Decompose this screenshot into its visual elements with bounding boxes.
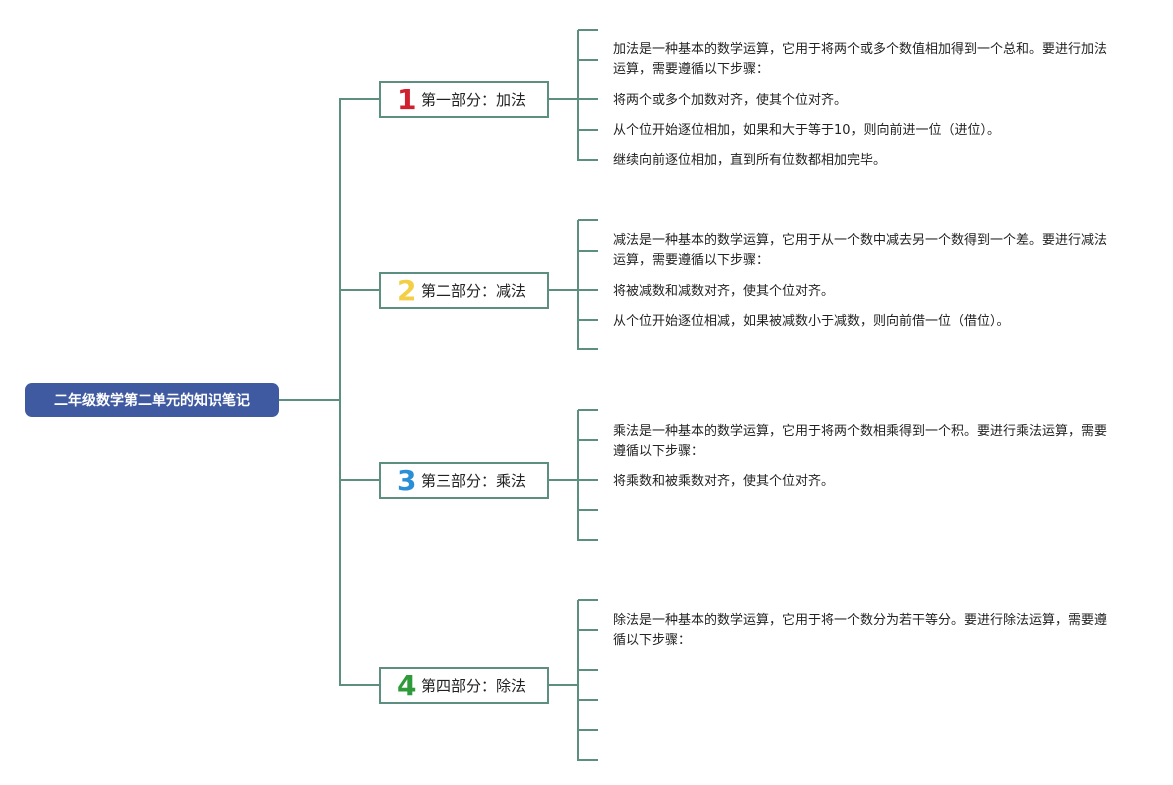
note-division-intro[interactable]: 除法是一种基本的数学运算，它用于将一个数分为若干等分。要进行除法运算，需要遵循以… [613,613,1108,648]
branch-division[interactable]: 4 第四部分：除法 [379,667,549,704]
branch-multiplication[interactable]: 3 第三部分：乘法 [379,462,549,499]
note-addition-step-3[interactable]: 继续向前逐位相加，直到所有位数都相加完毕。 [613,153,887,168]
note-addition-step-2[interactable]: 从个位开始逐位相加，如果和大于等于10，则向前进一位（进位）。 [613,123,1001,138]
note-addition-step-1[interactable]: 将两个或多个加数对齐，使其个位对齐。 [613,93,848,108]
branch-label: 第四部分：除法 [421,677,527,695]
number-badge-2: 2 [397,273,417,307]
note-addition-intro[interactable]: 加法是一种基本的数学运算，它用于将两个或多个数值相加得到一个总和。要进行加法运算… [613,42,1108,77]
central-topic[interactable]: 二年级数学第二单元的知识笔记 [25,383,279,417]
note-multiplication-step-1[interactable]: 将乘数和被乘数对齐，使其个位对齐。 [613,474,835,489]
number-badge-4: 4 [397,668,417,702]
branch-label: 第三部分：乘法 [421,472,527,490]
branch-subtraction[interactable]: 2 第二部分：减法 [379,272,549,309]
branch-label: 第二部分：减法 [421,282,527,300]
number-badge-3: 3 [397,463,417,497]
note-subtraction-intro[interactable]: 减法是一种基本的数学运算，它用于从一个数中减去另一个数得到一个差。要进行减法运算… [613,233,1108,268]
central-topic-label: 二年级数学第二单元的知识笔记 [54,393,250,409]
note-subtraction-step-2[interactable]: 从个位开始逐位相减，如果被减数小于减数，则向前借一位（借位）。 [613,314,1010,329]
note-subtraction-step-1[interactable]: 将被减数和减数对齐，使其个位对齐。 [613,284,835,299]
note-multiplication-intro[interactable]: 乘法是一种基本的数学运算，它用于将两个数相乘得到一个积。要进行乘法运算，需要遵循… [613,424,1108,459]
branch-label: 第一部分：加法 [421,91,527,109]
number-badge-1: 1 [397,82,417,116]
branch-addition[interactable]: 1 第一部分：加法 [379,81,549,118]
